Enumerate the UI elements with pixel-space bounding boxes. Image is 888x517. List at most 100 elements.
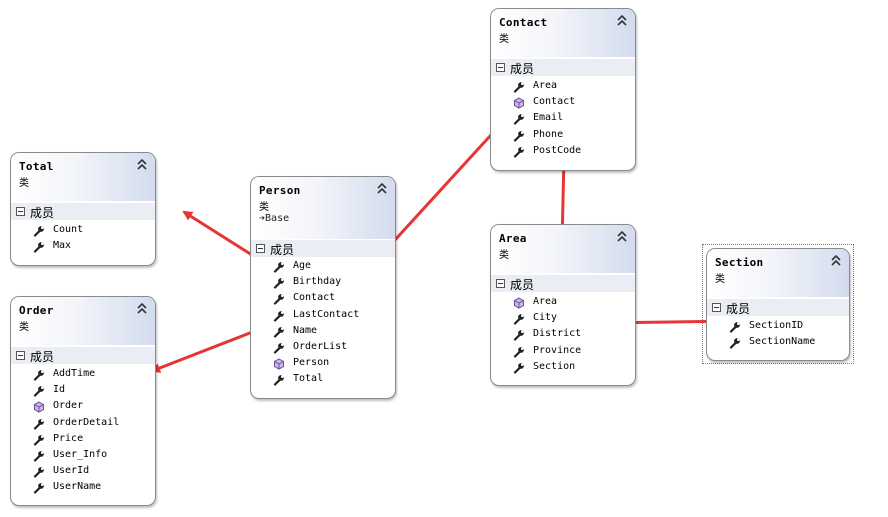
collapse-minus-icon[interactable] bbox=[16, 207, 25, 216]
wrench-icon bbox=[33, 466, 45, 478]
members-section-header[interactable]: 成员 bbox=[491, 275, 635, 292]
members-section-header[interactable]: 成员 bbox=[707, 299, 849, 316]
member-name: OrderDetail bbox=[53, 416, 120, 428]
member-name: Province bbox=[533, 344, 582, 356]
wrench-icon bbox=[513, 113, 525, 125]
member-name: Max bbox=[53, 240, 72, 252]
wrench-icon bbox=[33, 225, 45, 237]
class-title: Contact bbox=[499, 16, 548, 29]
class-header[interactable]: Total 类 bbox=[11, 153, 155, 201]
class-title: Total bbox=[19, 160, 54, 173]
cube-icon bbox=[513, 97, 525, 109]
base-class-name: Base bbox=[265, 213, 290, 224]
member-name: Count bbox=[53, 224, 84, 235]
collapse-minus-icon[interactable] bbox=[256, 244, 265, 253]
class-kind-label: 类 bbox=[19, 322, 29, 333]
wrench-icon bbox=[273, 374, 285, 386]
member-name: Id bbox=[53, 384, 66, 396]
wrench-icon bbox=[513, 346, 525, 358]
wrench-icon bbox=[513, 313, 525, 325]
wrench-icon bbox=[33, 434, 45, 446]
member-name: OrderList bbox=[293, 341, 348, 352]
member-name: UserId bbox=[53, 465, 90, 477]
member-name: Section bbox=[533, 360, 576, 372]
class-kind-label: 类 bbox=[259, 202, 269, 213]
class-kind-label: 类 bbox=[715, 274, 725, 285]
base-class-label: ➔Base bbox=[259, 213, 289, 224]
wrench-icon bbox=[273, 342, 285, 354]
inherit-arrow-icon: ➔ bbox=[259, 213, 266, 224]
class-kind-label: 类 bbox=[499, 34, 509, 45]
member-name: Email bbox=[533, 112, 564, 124]
members-section-label: 成员 bbox=[510, 278, 535, 292]
member-name: UserName bbox=[53, 481, 102, 493]
member-name: Age bbox=[293, 260, 312, 271]
class-header[interactable]: Order 类 bbox=[11, 297, 155, 345]
member-name: User_Info bbox=[53, 449, 108, 460]
collapse-minus-icon[interactable] bbox=[712, 303, 721, 312]
class-header[interactable]: Person 类 ➔Base bbox=[251, 177, 395, 239]
member-name: Phone bbox=[533, 128, 564, 140]
class-title: Section bbox=[715, 256, 764, 269]
wrench-icon bbox=[33, 241, 45, 253]
wrench-icon bbox=[513, 130, 525, 142]
member-name: Contact bbox=[533, 96, 576, 108]
member-name: Birthday bbox=[293, 276, 342, 288]
members-section-header[interactable]: 成员 bbox=[11, 347, 155, 364]
member-name: AddTime bbox=[53, 368, 96, 379]
member-name: SectionName bbox=[749, 336, 816, 348]
class-header[interactable]: Area 类 bbox=[491, 225, 635, 273]
member-name: Price bbox=[53, 432, 84, 444]
wrench-icon bbox=[729, 321, 741, 333]
cube-icon bbox=[33, 401, 45, 413]
wrench-icon bbox=[33, 385, 45, 397]
member-name: Person bbox=[293, 357, 330, 369]
members-section-label: 成员 bbox=[270, 243, 295, 257]
class-header[interactable]: Contact 类 bbox=[491, 9, 635, 57]
wrench-icon bbox=[513, 329, 525, 341]
class-kind-label: 类 bbox=[499, 250, 509, 261]
cube-icon bbox=[513, 297, 525, 309]
member-name: LastContact bbox=[293, 308, 360, 320]
collapse-minus-icon[interactable] bbox=[496, 63, 505, 72]
class-title: Order bbox=[19, 304, 54, 317]
wrench-icon bbox=[33, 482, 45, 494]
wrench-icon bbox=[273, 293, 285, 305]
class-header[interactable]: Section 类 bbox=[707, 249, 849, 297]
member-name: Total bbox=[293, 373, 324, 385]
member-name: PostCode bbox=[533, 144, 582, 156]
class-title: Person bbox=[259, 184, 301, 197]
members-section-header[interactable]: 成员 bbox=[251, 240, 395, 257]
wrench-icon bbox=[273, 310, 285, 322]
wrench-icon bbox=[273, 277, 285, 289]
wrench-icon bbox=[33, 369, 45, 381]
member-name: SectionID bbox=[749, 320, 804, 331]
class-box-section[interactable]: Section 类 成员 SectionID SectionName bbox=[706, 248, 850, 361]
member-name: District bbox=[533, 328, 582, 340]
collapse-minus-icon[interactable] bbox=[496, 279, 505, 288]
member-name: Order bbox=[53, 400, 84, 412]
members-section-header[interactable]: 成员 bbox=[11, 203, 155, 220]
collapse-chevron-icon[interactable] bbox=[831, 255, 841, 266]
member-name: Area bbox=[533, 296, 558, 307]
collapse-chevron-icon[interactable] bbox=[617, 231, 627, 242]
members-section-label: 成员 bbox=[510, 62, 535, 76]
members-section-label: 成员 bbox=[726, 302, 751, 316]
member-name: Area bbox=[533, 80, 558, 91]
wrench-icon bbox=[273, 261, 285, 273]
collapse-chevron-icon[interactable] bbox=[137, 159, 147, 170]
collapse-chevron-icon[interactable] bbox=[137, 303, 147, 314]
cube-icon bbox=[273, 358, 285, 370]
collapse-chevron-icon[interactable] bbox=[377, 183, 387, 194]
member-name: Contact bbox=[293, 292, 336, 304]
collapse-chevron-icon[interactable] bbox=[617, 15, 627, 26]
collapse-minus-icon[interactable] bbox=[16, 351, 25, 360]
wrench-icon bbox=[33, 418, 45, 430]
wrench-icon bbox=[33, 450, 45, 462]
members-section-header[interactable]: 成员 bbox=[491, 59, 635, 76]
